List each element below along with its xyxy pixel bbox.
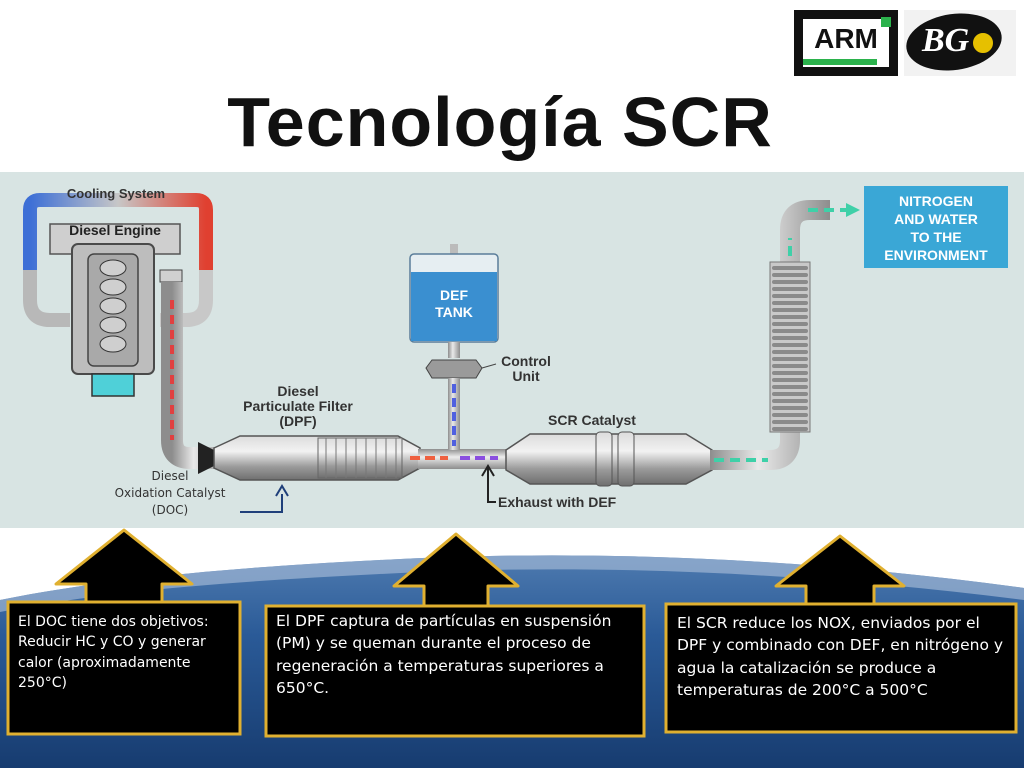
def-tank-label-line1: DEF bbox=[440, 287, 468, 303]
doc-label: Diesel Oxidation Catalyst (DOC) bbox=[115, 469, 289, 517]
callout-text-dpf: El DPF captura de partículas en suspensi… bbox=[276, 612, 612, 698]
coil-fin bbox=[772, 294, 808, 298]
coil-fin bbox=[772, 371, 808, 375]
nitrogen-water-box: NITROGEN AND WATER TO THE ENVIRONMENT bbox=[864, 186, 1008, 268]
scr-catalyst-label: SCR Catalyst bbox=[548, 412, 636, 428]
coil-fin bbox=[772, 357, 808, 361]
dpf-label-line2: Particulate Filter bbox=[243, 398, 353, 414]
control-unit-label-line1: Control bbox=[501, 353, 551, 369]
diesel-engine: Diesel Engine bbox=[49, 222, 183, 397]
coil-fin bbox=[772, 287, 808, 291]
coil-fin bbox=[772, 266, 808, 270]
def-tank: DEF TANK bbox=[409, 244, 499, 343]
arm-logo: ARM bbox=[794, 10, 898, 76]
doc-label-line1: Diesel bbox=[152, 469, 189, 483]
callout-text-scr: El SCR reduce los NOX, enviados por el D… bbox=[677, 614, 1004, 700]
nitrogen-box-line4: ENVIRONMENT bbox=[884, 247, 988, 263]
exhaust-with-def-label: Exhaust with DEF bbox=[481, 464, 617, 510]
doc-label-line2: Oxidation Catalyst bbox=[115, 486, 226, 500]
control-unit-label-line2: Unit bbox=[512, 368, 540, 384]
coil-fin bbox=[772, 350, 808, 354]
dpf-label-line3: (DPF) bbox=[279, 413, 316, 429]
dpf-filter: Diesel Particulate Filter (DPF) bbox=[213, 383, 421, 481]
coil-fin bbox=[772, 315, 808, 319]
coil-fin bbox=[772, 427, 808, 431]
coil-fin bbox=[772, 399, 808, 403]
coil-fin bbox=[772, 273, 808, 277]
coil-fin bbox=[772, 406, 808, 410]
coil-fin bbox=[772, 322, 808, 326]
control-unit: Control Unit bbox=[425, 353, 551, 384]
scr-catalyst: SCR Catalyst bbox=[505, 412, 713, 487]
scr-system-diagram: Cooling System Diesel Engine Diesel Part… bbox=[0, 172, 1024, 768]
slide-title: Tecnología SCR bbox=[227, 83, 773, 161]
coil-fin bbox=[772, 336, 808, 340]
doc-label-line3: (DOC) bbox=[152, 503, 188, 517]
coil-fin bbox=[772, 301, 808, 305]
cooling-system-label: Cooling System bbox=[67, 186, 165, 201]
coil-fin bbox=[772, 329, 808, 333]
arm-logo-text: ARM bbox=[814, 23, 878, 54]
coil-fin bbox=[772, 413, 808, 417]
cooling-system: Cooling System bbox=[23, 186, 213, 327]
exhaust-with-def-text: Exhaust with DEF bbox=[498, 494, 617, 510]
heat-exchanger bbox=[769, 261, 811, 433]
callout-text-doc: El DOC tiene dos objetivos: Reducir HC y… bbox=[18, 614, 209, 691]
bg-logo-text: BG bbox=[922, 22, 970, 59]
nitrogen-box-line2: AND WATER bbox=[894, 211, 978, 227]
diesel-engine-label: Diesel Engine bbox=[69, 222, 161, 238]
callout-box-doc bbox=[6, 600, 242, 736]
coil-fin bbox=[772, 343, 808, 347]
nitrogen-box-line3: TO THE bbox=[910, 229, 961, 245]
gear-icon bbox=[970, 30, 996, 56]
coil-fin bbox=[772, 308, 808, 312]
callout-arrow-doc bbox=[54, 528, 194, 604]
callout-arrow-dpf bbox=[392, 532, 520, 610]
dpf-label-line1: Diesel bbox=[277, 383, 318, 399]
callout-box-scr bbox=[664, 602, 1018, 734]
nitrogen-box-line1: NITROGEN bbox=[899, 193, 973, 209]
coil-fin bbox=[772, 280, 808, 284]
coil-fin bbox=[772, 392, 808, 396]
def-tank-label-line2: TANK bbox=[435, 304, 473, 320]
coil-fin bbox=[772, 420, 808, 424]
bg-logo: BG bbox=[902, 7, 1016, 77]
coil-fin bbox=[772, 364, 808, 368]
coil-fin bbox=[772, 385, 808, 389]
callout-box-dpf bbox=[264, 604, 646, 738]
coil-fin bbox=[772, 378, 808, 382]
